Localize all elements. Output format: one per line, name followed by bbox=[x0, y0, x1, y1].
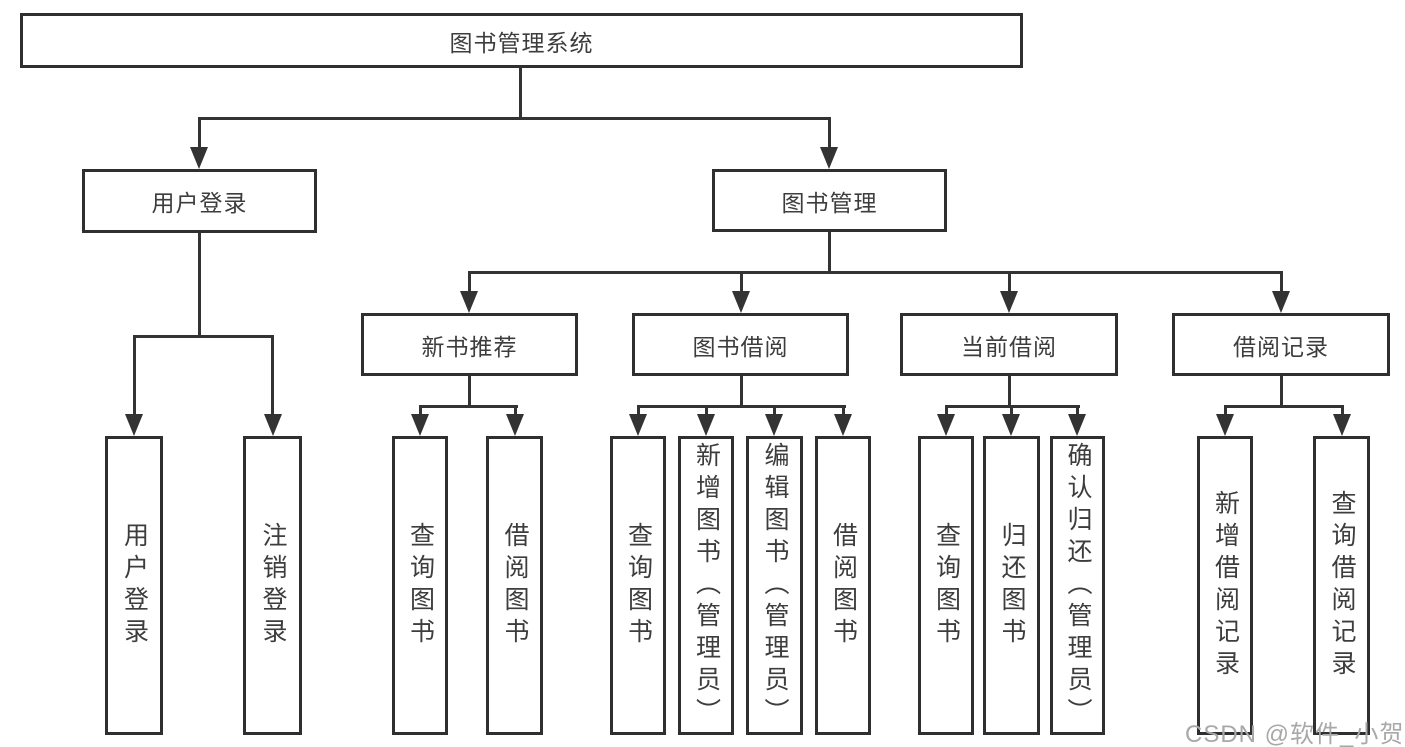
connector-line bbox=[132, 336, 136, 416]
connector-line bbox=[827, 232, 831, 274]
connector-line bbox=[1075, 406, 1079, 417]
leaf-query-borrow-record: 查询借阅记录 bbox=[1313, 436, 1370, 735]
leaf-add-borrow-record-label: 新增借阅记录 bbox=[1211, 489, 1240, 682]
arrowhead-icon bbox=[190, 147, 208, 169]
arrowhead-icon bbox=[125, 414, 143, 436]
leaf-query-book-2-label: 查询图书 bbox=[624, 521, 653, 650]
connector-line bbox=[636, 406, 640, 417]
connector-line bbox=[1223, 404, 1344, 408]
leaf-borrow-book-2-label: 借阅图书 bbox=[829, 521, 858, 650]
leaf-add-book-admin-label: 新增图书（管理员） bbox=[692, 441, 721, 730]
connector-line bbox=[197, 233, 201, 338]
arrowhead-icon bbox=[1333, 414, 1351, 436]
connector-line bbox=[841, 406, 845, 417]
leaf-query-book-3: 查询图书 bbox=[918, 436, 974, 735]
leaf-confirm-return-admin-label: 确认归还（管理员） bbox=[1064, 441, 1092, 730]
connector-line bbox=[739, 272, 743, 294]
connector-line bbox=[1340, 406, 1344, 417]
node-current-borrow-label: 当前借阅 bbox=[961, 333, 1057, 360]
connector-line bbox=[1007, 272, 1011, 294]
connector-line bbox=[132, 335, 274, 338]
connector-line bbox=[704, 406, 708, 417]
node-book-borrow: 图书借阅 bbox=[632, 313, 849, 376]
leaf-logout-label: 注销登录 bbox=[259, 521, 287, 650]
arrowhead-icon bbox=[697, 414, 715, 436]
leaf-borrow-book-1-label: 借阅图书 bbox=[501, 521, 529, 650]
node-book-borrow-label: 图书借阅 bbox=[692, 333, 789, 360]
node-borrow-record: 借阅记录 bbox=[1172, 313, 1390, 376]
connector-line bbox=[944, 406, 948, 417]
arrowhead-icon bbox=[1002, 414, 1020, 436]
leaf-user-login-label: 用户登录 bbox=[120, 521, 149, 650]
connector-line bbox=[197, 116, 831, 120]
arrowhead-icon bbox=[1068, 414, 1086, 436]
connector-line bbox=[772, 406, 776, 417]
leaf-confirm-return-admin: 确认归还（管理员） bbox=[1050, 436, 1105, 735]
connector-line bbox=[827, 117, 831, 150]
leaf-borrow-book-2: 借阅图书 bbox=[815, 436, 871, 735]
leaf-query-borrow-record-label: 查询借阅记录 bbox=[1328, 489, 1356, 682]
arrowhead-icon bbox=[1216, 414, 1234, 436]
leaf-edit-book-admin-label: 编辑图书（管理员） bbox=[761, 441, 789, 730]
connector-line bbox=[418, 404, 518, 408]
leaf-borrow-book-1: 借阅图书 bbox=[486, 436, 543, 735]
node-book-management: 图书管理 bbox=[712, 169, 947, 232]
leaf-add-book-admin: 新增图书（管理员） bbox=[678, 436, 734, 735]
connector-line bbox=[1223, 406, 1227, 417]
connector-line bbox=[418, 406, 422, 417]
arrowhead-icon bbox=[1272, 291, 1290, 313]
connector-line bbox=[197, 117, 201, 150]
connector-line bbox=[467, 272, 471, 294]
leaf-return-book-label: 归还图书 bbox=[998, 521, 1026, 650]
node-root: 图书管理系统 bbox=[20, 13, 1023, 68]
arrowhead-icon bbox=[629, 414, 647, 436]
connector-line bbox=[518, 68, 522, 118]
arrowhead-icon bbox=[1000, 291, 1018, 313]
connector-line bbox=[1279, 376, 1283, 407]
connector-line bbox=[467, 271, 1283, 274]
arrowhead-icon bbox=[460, 291, 478, 313]
connector-line bbox=[1279, 272, 1283, 294]
arrowhead-icon bbox=[506, 414, 524, 436]
arrowhead-icon bbox=[732, 291, 750, 313]
leaf-query-book-2: 查询图书 bbox=[610, 436, 666, 735]
leaf-logout: 注销登录 bbox=[243, 436, 302, 735]
connector-line bbox=[739, 376, 743, 407]
node-current-borrow: 当前借阅 bbox=[900, 313, 1118, 376]
arrowhead-icon bbox=[263, 414, 282, 436]
leaf-query-book-1-label: 查询图书 bbox=[406, 521, 435, 650]
leaf-add-borrow-record: 新增借阅记录 bbox=[1197, 436, 1253, 735]
connector-line bbox=[271, 336, 274, 416]
leaf-user-login: 用户登录 bbox=[105, 436, 163, 735]
connector-line bbox=[1009, 406, 1013, 417]
node-user-login-label: 用户登录 bbox=[151, 190, 248, 216]
connector-line bbox=[513, 406, 517, 417]
arrowhead-icon bbox=[820, 147, 838, 169]
watermark: CSDN @软件_小贺同学 bbox=[1185, 721, 1405, 747]
node-book-management-label: 图书管理 bbox=[781, 189, 878, 216]
leaf-edit-book-admin: 编辑图书（管理员） bbox=[746, 436, 803, 735]
leaf-return-book: 归还图书 bbox=[983, 436, 1040, 735]
arrowhead-icon bbox=[765, 414, 783, 436]
leaf-query-book-1: 查询图书 bbox=[392, 436, 448, 735]
node-user-login: 用户登录 bbox=[82, 169, 317, 233]
arrowhead-icon bbox=[834, 414, 852, 436]
node-new-book-recommend: 新书推荐 bbox=[361, 313, 578, 376]
node-new-book-recommend-label: 新书推荐 bbox=[421, 333, 518, 360]
node-borrow-record-label: 借阅记录 bbox=[1233, 333, 1329, 360]
connector-line bbox=[636, 404, 846, 408]
connector-line bbox=[467, 376, 471, 407]
leaf-query-book-3-label: 查询图书 bbox=[932, 521, 961, 650]
arrowhead-icon bbox=[411, 414, 429, 436]
connector-line bbox=[1007, 376, 1011, 407]
node-root-label: 图书管理系统 bbox=[449, 29, 594, 56]
arrowhead-icon bbox=[937, 414, 955, 436]
